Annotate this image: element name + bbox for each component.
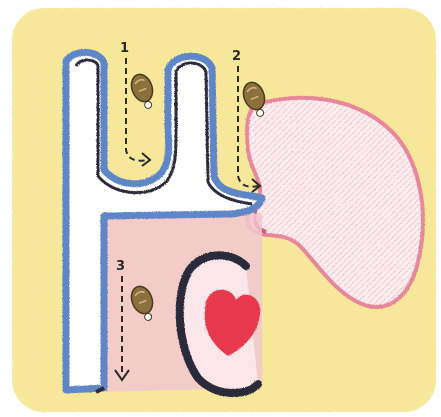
step-number-2: 2 (232, 49, 241, 64)
step-number-1: 1 (120, 41, 129, 56)
step-number-3: 3 (116, 259, 125, 274)
